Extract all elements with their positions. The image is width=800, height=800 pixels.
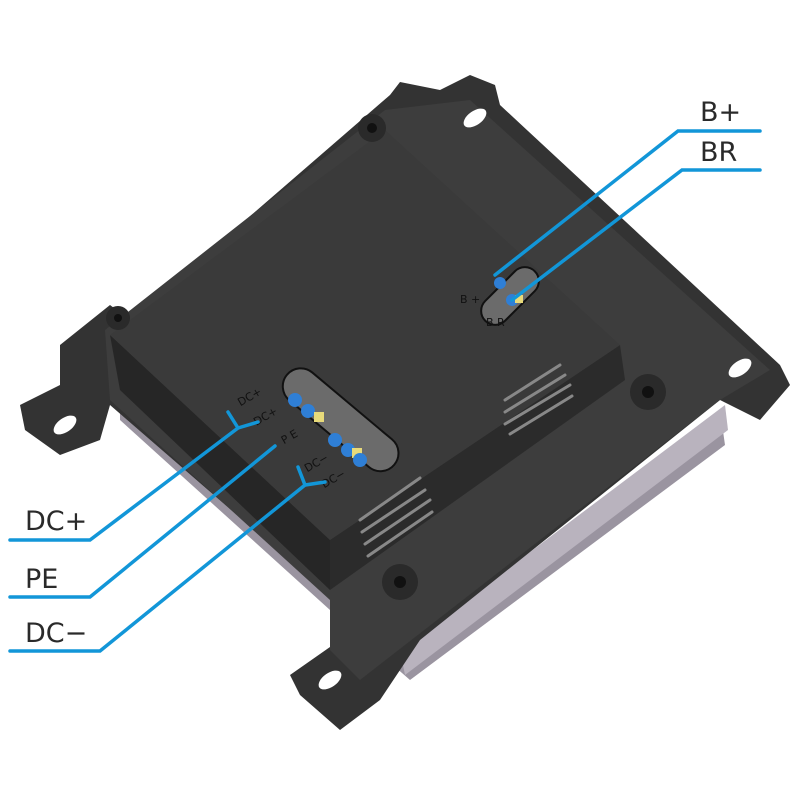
housing-side-right bbox=[330, 345, 625, 590]
callout-line-b-plus bbox=[493, 129, 762, 277]
heatsink-edge bbox=[400, 405, 728, 675]
callout-line-dc-plus-fork bbox=[226, 410, 260, 431]
label-br: BR bbox=[700, 137, 737, 168]
mounting-holes bbox=[53, 108, 752, 690]
mounting-hole bbox=[728, 358, 752, 378]
callout-line-dc-minus-fork bbox=[296, 465, 327, 487]
mounting-hole bbox=[463, 108, 487, 128]
callout-line-dc-minus bbox=[8, 483, 307, 653]
callout-lines bbox=[8, 129, 762, 653]
housing-side-left bbox=[110, 335, 330, 590]
label-dc-plus: DC+ bbox=[25, 506, 87, 537]
dc-terminal-window bbox=[281, 367, 400, 473]
callout-line-dc-plus bbox=[8, 426, 240, 542]
mounting-hole bbox=[53, 415, 77, 435]
label-pe: PE bbox=[25, 564, 58, 595]
label-dc-minus: DC− bbox=[25, 618, 87, 649]
silk-b-plus: B + bbox=[460, 293, 480, 306]
silk-br: B R bbox=[486, 316, 505, 329]
vent-slots bbox=[358, 363, 574, 558]
screw-bosses bbox=[106, 114, 666, 600]
callout-line-br bbox=[510, 168, 762, 302]
callout-line-pe bbox=[8, 444, 277, 599]
mounting-hole bbox=[318, 670, 342, 690]
housing-top bbox=[110, 130, 620, 540]
label-b-plus: B+ bbox=[700, 97, 741, 128]
